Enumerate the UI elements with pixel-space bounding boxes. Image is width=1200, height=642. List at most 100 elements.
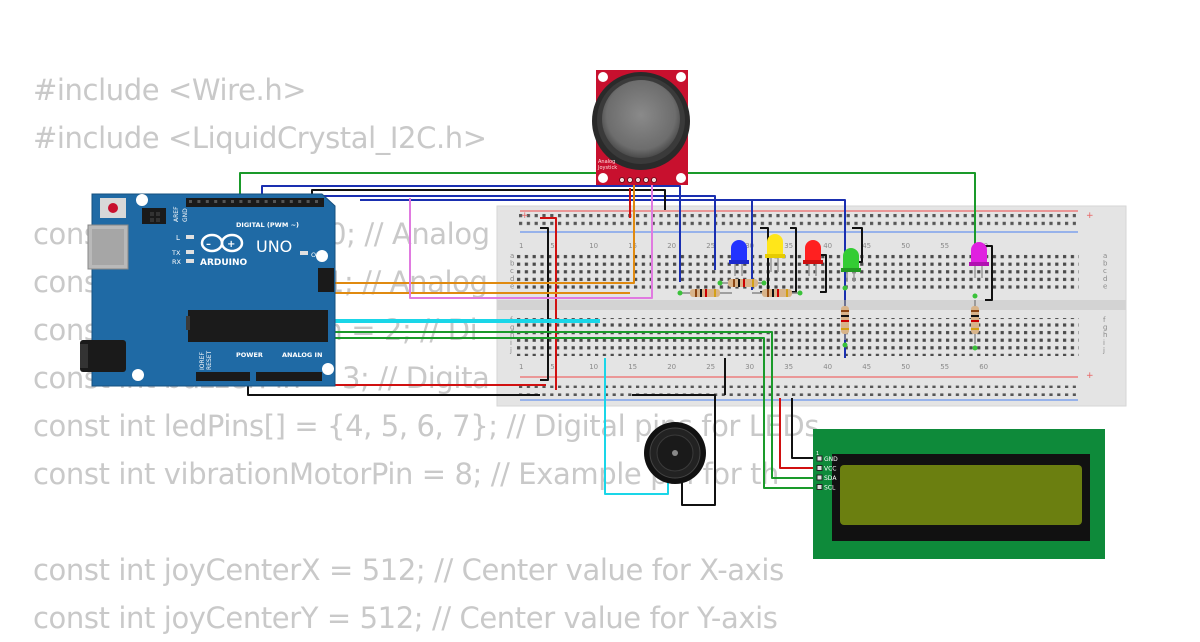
rx-led-label: RX [172, 258, 182, 266]
tx-led-label: TX [171, 249, 181, 257]
code-line: const int joyCenterY = 512; // Center va… [33, 601, 778, 635]
column-number: 20 [667, 242, 676, 250]
lcd-pin-label: SCL [824, 485, 836, 492]
resistor [971, 300, 979, 344]
column-number: 40 [823, 242, 832, 250]
row-letter: c [1103, 267, 1107, 275]
resistor [841, 300, 849, 340]
leds [729, 234, 989, 282]
lcd-pin [816, 455, 823, 462]
column-number: 50 [901, 363, 910, 371]
joystick-label-line2: Joystick [597, 165, 617, 171]
column-number: 1 [519, 242, 523, 250]
rail-plus-label-bottom: + [1086, 371, 1094, 381]
board-brand-label: ARDUINO [200, 258, 248, 268]
arduino-uno-board: – + UNO ARDUINO DIGITAL (PWM ~) POWER AN… [80, 193, 336, 387]
row-letter: h [510, 331, 514, 339]
svg-text:–: – [206, 239, 211, 250]
rail-plus-label: + [521, 211, 529, 221]
lcd-pin-label: GND [824, 456, 838, 463]
column-number: 40 [823, 363, 832, 371]
column-number: 35 [784, 242, 793, 250]
column-number: 55 [940, 242, 949, 250]
row-letter: g [510, 324, 514, 332]
column-number: 55 [940, 363, 949, 371]
row-letter: h [1103, 331, 1107, 339]
led-green [841, 248, 861, 282]
column-number: 5 [550, 363, 554, 371]
resistor [720, 279, 764, 287]
row-letter: e [510, 282, 514, 290]
row-letter: a [1103, 252, 1107, 260]
resistors [680, 279, 979, 344]
gnd-label: GND [182, 208, 189, 222]
aref-label: AREF [173, 206, 180, 222]
wire-ends [677, 280, 978, 351]
column-number: 15 [628, 363, 637, 371]
row-letter: e [1103, 282, 1107, 290]
column-number: 45 [862, 242, 871, 250]
digital-header-label: DIGITAL (PWM ~) [236, 221, 299, 229]
lcd-screen [840, 465, 1082, 525]
code-line: const int joyCenterX = 512; // Center va… [33, 553, 784, 587]
column-number: 5 [550, 242, 554, 250]
row-letter: j [509, 346, 512, 354]
svg-text:+: + [227, 239, 235, 250]
resistor [752, 289, 800, 297]
lcd-pin [816, 484, 823, 490]
buzzer [644, 422, 706, 484]
column-number: 30 [745, 363, 754, 371]
lcd-pin [816, 465, 823, 471]
lcd-pin [816, 474, 823, 481]
power-header-label: POWER [236, 351, 263, 359]
column-number: 35 [784, 363, 793, 371]
column-number: 45 [862, 363, 871, 371]
led-magenta [969, 242, 989, 278]
column-number: 20 [667, 363, 676, 371]
column-number: 50 [901, 242, 910, 250]
row-letter: i [1103, 339, 1105, 347]
led-yellow [765, 234, 785, 272]
joystick-cap [602, 80, 680, 158]
column-number: 10 [589, 242, 598, 250]
column-number: 1 [519, 363, 523, 371]
row-letter: b [510, 260, 515, 268]
column-number: 30 [745, 242, 754, 250]
resistor [680, 289, 732, 297]
joystick-label-line1: Analog [598, 159, 615, 165]
reset-label: RESET [206, 350, 213, 370]
code-line: #include <LiquidCrystal_I2C.h> [33, 121, 487, 155]
rail-plus-label-right: + [1086, 211, 1094, 221]
code-line: #include <Wire.h> [33, 73, 307, 107]
row-letter: i [510, 339, 512, 347]
column-number: 10 [589, 363, 598, 371]
row-letter: d [510, 275, 514, 283]
column-number: 60 [979, 363, 988, 371]
led-red [803, 240, 823, 276]
row-letter: j [1102, 346, 1105, 354]
lcd-pin1-label: 1 [816, 451, 819, 457]
ioref-label: IOREF [199, 352, 206, 370]
row-letter: d [1103, 275, 1107, 283]
l-led-label: L [176, 234, 180, 242]
row-letter: f [1103, 316, 1106, 324]
board-model-label: UNO [256, 237, 292, 256]
lcd-pin-label: SDA [824, 475, 837, 482]
analog-header-label: ANALOG IN [282, 351, 322, 359]
column-number: 15 [628, 242, 637, 250]
row-letter: b [1103, 260, 1108, 268]
led-blue [729, 240, 749, 276]
joystick-module: Analog Joystick [592, 70, 690, 185]
column-number: 25 [706, 242, 715, 250]
row-letter: c [510, 267, 514, 275]
row-letter: a [510, 252, 514, 260]
column-number: 25 [706, 363, 715, 371]
row-letter: g [1103, 324, 1107, 332]
on-led-label: ON [311, 251, 321, 259]
